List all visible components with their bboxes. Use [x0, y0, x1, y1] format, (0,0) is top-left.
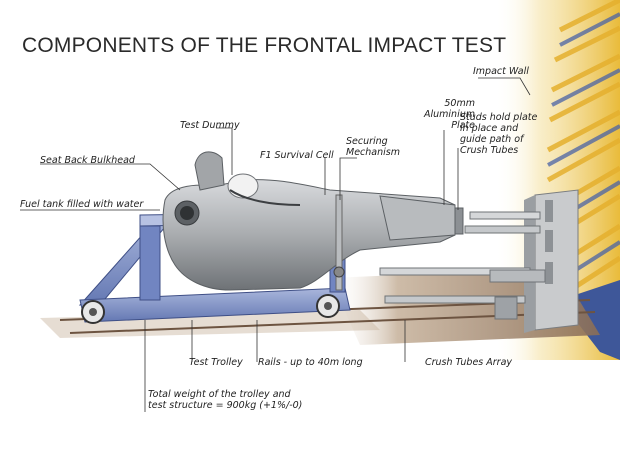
label-total-weight-line2: test structure = 900kg (+1%/-0) [148, 400, 303, 411]
label-studs-line3: guide path of [460, 134, 524, 145]
label-test-dummy: Test Dummy [180, 120, 240, 131]
crush-tubes [379, 211, 546, 320]
label-securing-mechanism: Securing Mechanism [346, 136, 400, 158]
survival-cell [162, 151, 464, 291]
label-rails: Rails - up to 40m long [258, 357, 363, 368]
label-aluminium-plate-line2: Aluminium [424, 109, 475, 120]
label-aluminium-plate-line1: 50mm [444, 98, 475, 109]
label-total-weight-line1: Total weight of the trolley and [148, 389, 291, 400]
label-crush-tubes: Crush Tubes Array [425, 357, 513, 368]
label-studs-line1: Studs hold plate [460, 112, 538, 123]
label-fuel-tank: Fuel tank filled with water [20, 199, 144, 210]
label-securing-line1: Securing [346, 136, 388, 147]
leader-lines [20, 77, 531, 412]
label-securing-line2: Mechanism [346, 147, 400, 158]
label-studs: Studs hold plate in place and guide path… [460, 112, 537, 156]
securing-mechanism [333, 194, 345, 291]
label-test-trolley: Test Trolley [189, 357, 243, 368]
label-impact-wall: Impact Wall [473, 66, 529, 77]
diagram-title: COMPONENTS OF THE FRONTAL IMPACT TEST [22, 34, 507, 57]
label-aluminium-plate: 50mm Aluminium Plate [424, 98, 475, 131]
label-survival-cell: F1 Survival Cell [260, 150, 334, 161]
label-studs-line4: Crush Tubes [460, 145, 519, 156]
aluminium-plate [524, 189, 579, 333]
label-seat-back-bulkhead: Seat Back Bulkhead [40, 155, 135, 166]
label-studs-line2: in place and [460, 123, 519, 134]
label-aluminium-plate-line3: Plate [451, 120, 475, 131]
label-total-weight: Total weight of the trolley and test str… [148, 389, 302, 411]
